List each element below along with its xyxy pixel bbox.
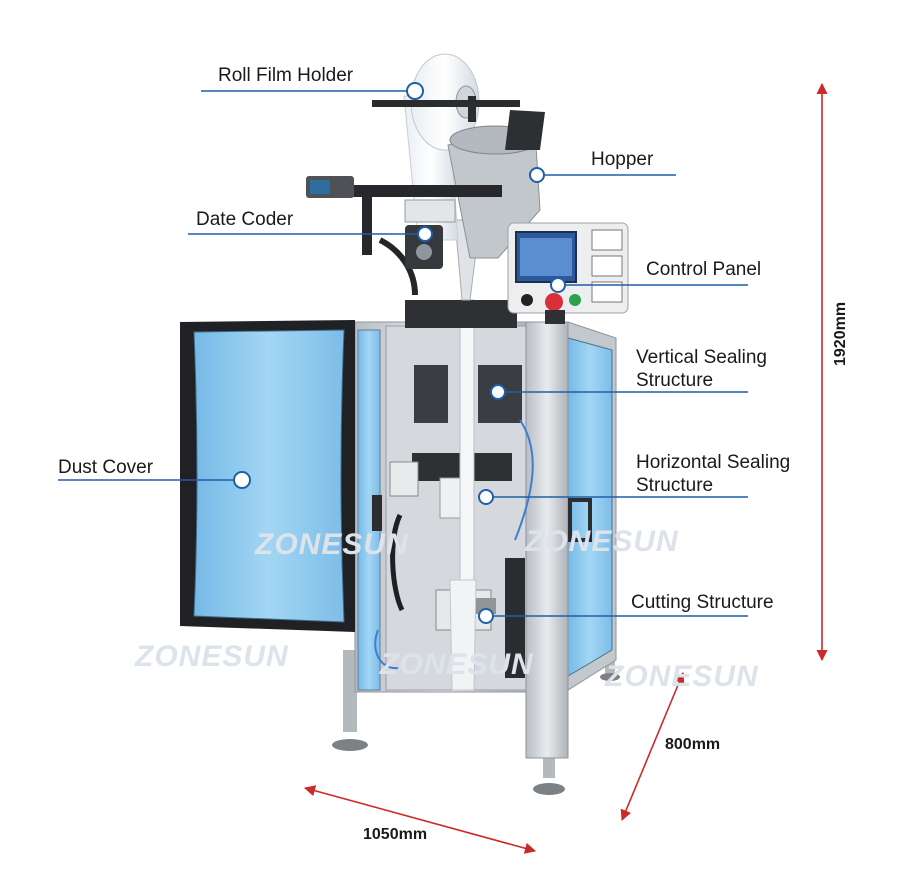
label-vertical-sealing: Vertical Sealing Structure (636, 347, 767, 391)
label-horizontal-sealing: Horizontal Sealing Structure (636, 452, 791, 496)
depth-arrow (620, 671, 685, 822)
label-roll-film-holder: Roll Film Holder (218, 65, 354, 86)
label-dust-cover: Dust Cover (58, 457, 154, 478)
marker-date-coder (417, 226, 433, 242)
machine-body (354, 299, 617, 759)
machine-top (306, 53, 545, 328)
dimension-arrows (303, 82, 828, 854)
dimension-width: 1050mm (363, 826, 428, 843)
watermark-3: ZONESUN (135, 640, 289, 673)
marker-horizontal-sealing (478, 489, 494, 505)
watermark-5: ZONESUN (605, 660, 759, 693)
marker-vertical-sealing (490, 384, 506, 400)
dimension-height: 1920mm (832, 301, 849, 366)
dimension-depth: 800mm (665, 736, 721, 753)
watermark-2: ZONESUN (525, 525, 679, 558)
label-cutting-structure: Cutting Structure (631, 592, 774, 613)
control-panel-unit (507, 222, 629, 324)
marker-dust-cover (233, 471, 251, 489)
dust-cover-door (180, 320, 382, 632)
leader-markers (233, 82, 566, 624)
marker-control-panel (550, 277, 566, 293)
marker-cutting-structure (478, 608, 494, 624)
watermark-4: ZONESUN (380, 648, 534, 681)
watermark-1: ZONESUN (255, 528, 409, 561)
marker-hopper (529, 167, 545, 183)
label-hopper: Hopper (591, 149, 654, 170)
label-control-panel: Control Panel (646, 259, 762, 280)
leader-lines (58, 90, 748, 617)
label-date-coder: Date Coder (196, 209, 294, 230)
marker-roll-film-holder (406, 82, 424, 100)
width-arrow (303, 785, 537, 854)
